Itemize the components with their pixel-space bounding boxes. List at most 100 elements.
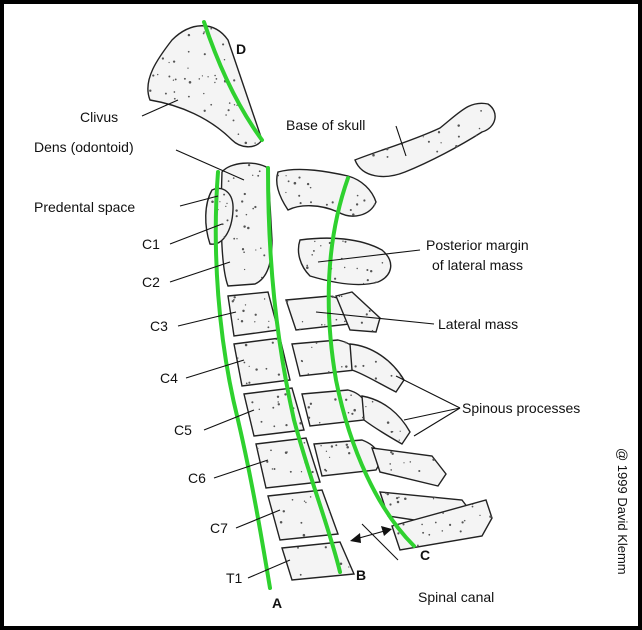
bone-speck (475, 135, 476, 136)
bone-speck (162, 57, 164, 59)
bone-speck (245, 344, 248, 347)
bone-speck (334, 398, 336, 400)
bone-speck (277, 396, 279, 398)
bone-speck (341, 366, 343, 368)
bone-speck (188, 34, 190, 36)
bone-speck (173, 80, 174, 81)
bone-speck (298, 195, 300, 197)
bone-speck (362, 417, 364, 419)
bone-speck (422, 532, 424, 534)
c4-leader (186, 360, 244, 378)
bone-speck (174, 98, 176, 100)
bone-speck (387, 156, 389, 158)
bone-speck (226, 219, 228, 221)
bone-speck (233, 119, 235, 121)
bone-speck (224, 236, 226, 238)
bone-speck (302, 361, 303, 362)
bone-speck (400, 431, 401, 432)
c1-posterior-arch (277, 169, 376, 216)
bone-speck (210, 28, 212, 30)
bone-speck (277, 175, 279, 177)
bone-speck (301, 471, 302, 472)
bone-speck (234, 104, 235, 105)
bone-speck (211, 201, 214, 204)
bone-speck (351, 413, 353, 415)
bone-speck (259, 170, 261, 172)
bone-speck (278, 403, 280, 405)
bone-speck (165, 93, 167, 95)
bone-speck (428, 534, 430, 536)
bone-speck (357, 195, 359, 197)
bone-speck (348, 566, 349, 567)
bone-speck (391, 375, 393, 377)
bone-speck (372, 401, 374, 403)
bone-speck (442, 530, 444, 532)
bone-speck (457, 124, 459, 126)
bone-speck (225, 114, 227, 116)
bone-speck (306, 265, 308, 267)
bone-speck (372, 154, 375, 157)
bone-speck (328, 371, 330, 373)
bone-speck (278, 373, 280, 375)
bone-speck (334, 278, 336, 280)
bone-speck (233, 79, 235, 81)
spinal-canal-arrowhead-left (350, 533, 361, 543)
bone-speck (308, 373, 309, 374)
bone-speck (350, 209, 352, 211)
spinous-process-c3 (336, 292, 380, 332)
bone-speck (222, 43, 224, 45)
bone-speck (233, 177, 235, 179)
bone-speck (472, 504, 473, 505)
bone-speck (268, 321, 269, 322)
bone-speck (308, 417, 310, 419)
bone-speck (238, 319, 239, 320)
bone-speck (298, 177, 300, 179)
bone-speck (277, 401, 278, 402)
bone-speck (242, 248, 244, 250)
bone-speck (248, 382, 250, 384)
bone-speck (396, 497, 398, 499)
t1-body (282, 542, 354, 580)
bone-speck (255, 249, 256, 250)
bone-speck (375, 361, 377, 363)
bone-speck (374, 204, 376, 206)
bone-speck (321, 324, 323, 326)
bone-speck (228, 109, 230, 111)
label-posterior-margin-1: Posterior margin (426, 237, 529, 253)
bone-speck (254, 206, 256, 208)
bone-speck (204, 53, 206, 55)
line-letter-c: C (420, 547, 430, 563)
bone-speck (348, 412, 350, 414)
bone-speck (402, 523, 404, 525)
bone-speck (292, 499, 294, 501)
bone-speck (188, 96, 190, 98)
bone-speck (168, 62, 169, 63)
bone-speck (246, 214, 248, 216)
bone-speck (423, 136, 424, 137)
bone-speck (286, 301, 288, 303)
bone-speck (236, 215, 238, 217)
bone-speck (390, 469, 392, 471)
bone-speck (244, 193, 246, 195)
bone-speck (275, 338, 277, 340)
bone-speck (311, 471, 313, 473)
bone-speck (311, 254, 313, 256)
bone-speck (314, 241, 315, 242)
spinous-process-c6 (372, 448, 446, 486)
bone-speck (254, 142, 255, 143)
bone-speck (449, 524, 451, 526)
bone-speck (284, 393, 286, 395)
bone-speck (363, 283, 364, 284)
bone-speck (391, 431, 393, 433)
bone-speck (310, 403, 312, 405)
c3-body (228, 292, 278, 336)
bone-speck (236, 238, 237, 239)
bone-speck (339, 296, 340, 297)
bone-speck (370, 270, 372, 272)
bone-speck (397, 532, 399, 534)
bone-speck (432, 459, 434, 461)
bone-speck (300, 522, 302, 524)
bone-speck (361, 322, 363, 324)
bone-speck (455, 145, 458, 148)
